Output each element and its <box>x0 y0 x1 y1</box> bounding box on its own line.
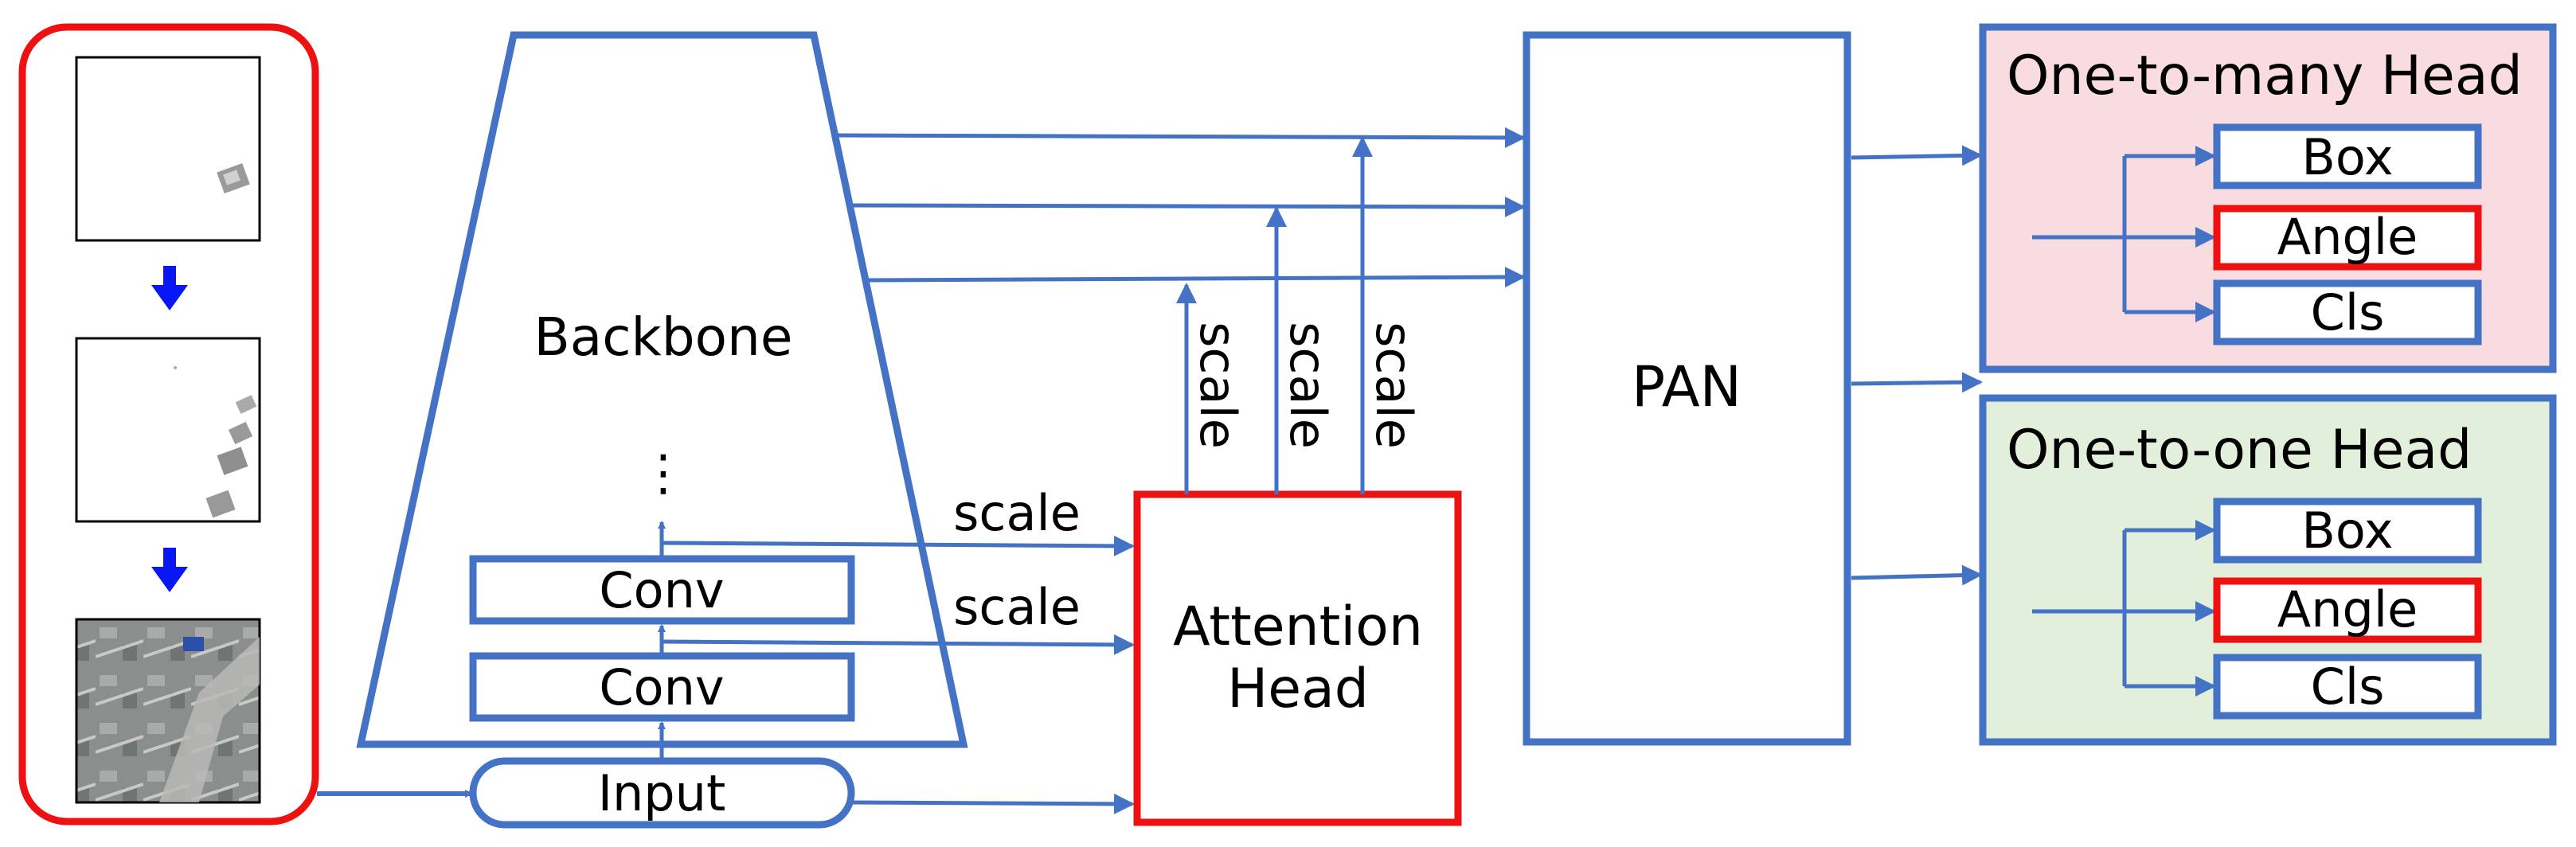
scale-label-vertical-1: scale <box>1189 322 1247 449</box>
sample-image-3 <box>75 618 261 804</box>
scale-label-vertical-2: scale <box>1279 322 1337 449</box>
box-block-oto <box>2213 498 2482 564</box>
scale-arrows-left <box>661 535 1135 814</box>
scale-label-upper: scale <box>953 484 1081 542</box>
angle-block-oto <box>2213 577 2482 643</box>
attention-head-line1: Attention <box>1173 595 1423 658</box>
backbone-to-pan-arrows <box>837 127 1526 288</box>
conv-block-top <box>469 555 855 625</box>
box-block-otm <box>2213 123 2482 189</box>
box-label-otm: Box <box>2301 128 2393 186</box>
conv-top-label: Conv <box>599 561 724 619</box>
cls-label-otm: Cls <box>2311 283 2385 342</box>
angle-label-oto: Angle <box>2277 580 2418 638</box>
cls-block-otm <box>2213 279 2482 345</box>
one-to-one-branch-arrows <box>2032 520 2216 697</box>
box-label-oto: Box <box>2301 502 2393 560</box>
angle-label-otm: Angle <box>2277 208 2418 266</box>
one-to-many-head: One-to-many Head Box Angle Cls <box>1979 23 2557 373</box>
one-to-one-title: One-to-one Head <box>2007 419 2472 482</box>
one-to-many-branch-arrows <box>2032 146 2216 322</box>
pan-label: PAN <box>1632 354 1741 420</box>
scale-label-vertical-3: scale <box>1365 322 1423 449</box>
backbone-ellipsis: ⋮ <box>639 443 688 502</box>
attention-head-block: Attention Head <box>1133 490 1462 826</box>
input-block: Input <box>469 757 855 829</box>
scale-label-lower: scale <box>953 578 1081 636</box>
cls-block-oto <box>2213 654 2482 720</box>
down-arrow-icon <box>151 548 188 592</box>
sample-image-panel <box>18 23 319 826</box>
conv-block-bottom <box>469 652 855 722</box>
sample-image-1 <box>75 56 261 242</box>
pan-block: PAN <box>1523 31 1851 746</box>
backbone-block: Backbone ⋮ Conv Conv <box>356 31 968 748</box>
attention-head-line2: Head <box>1227 658 1369 720</box>
backbone-title: Backbone <box>534 306 793 368</box>
conv-bottom-label: Conv <box>599 658 724 716</box>
pan-output-arrows <box>1851 145 1983 586</box>
cls-label-oto: Cls <box>2311 658 2385 716</box>
down-arrow-icon <box>151 266 188 310</box>
sample-image-2 <box>75 337 261 523</box>
scale-arrows-vertical <box>1176 136 1373 494</box>
input-label: Input <box>598 764 726 822</box>
one-to-one-head: One-to-one Head Box Angle Cls <box>1979 394 2557 746</box>
angle-block-otm <box>2213 205 2482 271</box>
one-to-many-title: One-to-many Head <box>2007 45 2523 107</box>
